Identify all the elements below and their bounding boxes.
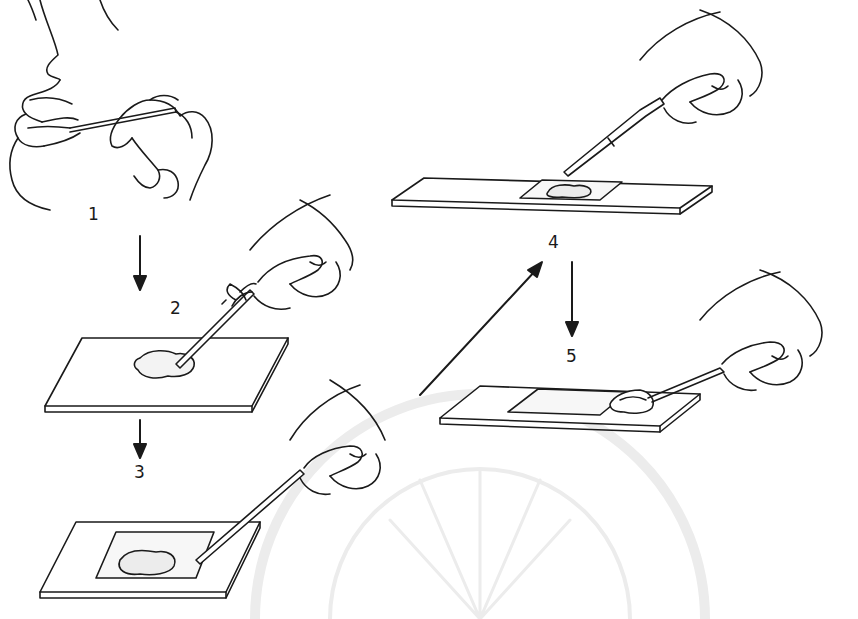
step-number: 5	[566, 348, 577, 365]
slide-step-5	[440, 270, 822, 432]
watermark	[255, 394, 705, 619]
slide-step-2	[45, 195, 353, 412]
step-number: 3	[134, 464, 145, 481]
step-number: 2	[170, 300, 181, 317]
slide-step-3	[40, 380, 385, 598]
step-number: 1	[88, 206, 99, 223]
process-arrows	[134, 236, 578, 458]
step-number: 4	[548, 234, 559, 251]
slide-step-4	[392, 10, 762, 214]
face-with-swab	[10, 0, 212, 210]
